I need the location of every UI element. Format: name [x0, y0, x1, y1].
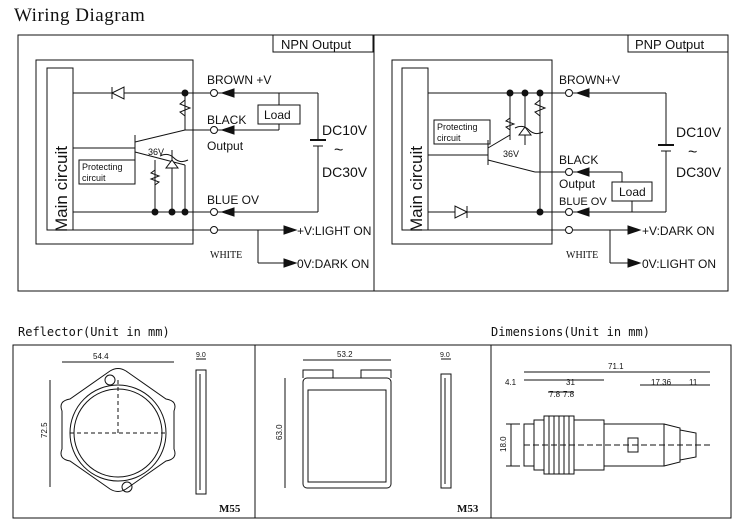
dim-total-label: 71.1	[608, 362, 624, 371]
pnp-black-label: BLACK	[559, 153, 598, 167]
npn-protecting-label-2: circuit	[82, 173, 106, 183]
dim-nut1-label: 7.8	[549, 390, 561, 399]
m55-height-label: 72.5	[40, 422, 49, 438]
npn-dc-top: DC10V	[322, 122, 368, 138]
m53-drawing	[284, 358, 452, 489]
npn-main-circuit-box	[46, 67, 74, 231]
pnp-zener-label: 36V	[503, 149, 519, 159]
pnp-main-circuit-box	[401, 67, 429, 231]
npn-dc-bottom: DC30V	[322, 164, 368, 180]
dim-tail-label: 17.36	[651, 378, 672, 387]
npn-main-circuit-label: Main circuit	[52, 146, 71, 232]
dimensions-frame	[490, 344, 732, 519]
pnp-header-box	[627, 34, 729, 53]
npn-black-label: BLACK	[207, 113, 246, 127]
npn-white-label: WHITE	[210, 250, 242, 261]
pnp-protecting-box	[433, 119, 491, 145]
pnp-dc-tilde: ~	[688, 144, 697, 161]
pnp-dark-on-label: +V:DARK ON	[642, 224, 715, 238]
dim-front-label: 4.1	[505, 378, 517, 387]
m53-model-label: M53	[457, 503, 479, 515]
dim-body-label: 31	[566, 378, 575, 387]
pnp-protecting-label-1: Protecting	[437, 122, 478, 132]
wiring-frame	[17, 34, 729, 292]
m53-height-label: 63.0	[275, 424, 284, 440]
m53-width-label: 53.2	[337, 350, 353, 359]
pnp-dc-top: DC10V	[676, 124, 722, 140]
wiring-diagram-title: Wiring Diagram	[14, 5, 146, 26]
npn-header-box	[272, 34, 374, 53]
m55-model-label: M55	[219, 503, 241, 515]
pnp-load-label: Load	[619, 185, 646, 199]
m53-depth-label: 9.0	[440, 352, 450, 359]
pnp-brown-label: BROWN+V	[559, 73, 620, 87]
npn-output-label: Output	[207, 139, 244, 153]
npn-header: NPN Output	[281, 37, 351, 52]
dim-nut2-label: 7.8	[563, 390, 575, 399]
dimensions-caption: Dimensions(Unit in mm)	[491, 325, 650, 339]
pnp-main-circuit-label: Main circuit	[407, 146, 426, 232]
pnp-output-label: Output	[559, 177, 596, 191]
npn-dark-on-label: 0V:DARK ON	[297, 257, 369, 271]
pnp-dc-bottom: DC30V	[676, 164, 722, 180]
reflector-caption: Reflector(Unit in mm)	[18, 325, 170, 339]
npn-light-on-label: +V:LIGHT ON	[297, 224, 371, 238]
sensor-drawing	[506, 371, 710, 475]
npn-blue-label: BLUE OV	[207, 193, 259, 207]
npn-zener-label: 36V	[148, 147, 164, 157]
npn-sensor-box	[35, 59, 194, 245]
reflector-frame	[12, 344, 492, 519]
npn-protecting-box	[78, 159, 136, 185]
m55-drawing	[49, 358, 207, 495]
dim-diameter-label: 18.0	[499, 436, 508, 452]
m55-depth-label: 9.0	[196, 352, 206, 359]
pnp-white-label: WHITE	[566, 250, 598, 261]
npn-dc-tilde: ~	[334, 142, 343, 159]
pnp-blue-label: BLUE OV	[559, 196, 607, 208]
pnp-sensor-box	[391, 59, 553, 245]
pnp-header: PNP Output	[635, 37, 705, 52]
npn-load-label: Load	[264, 108, 291, 122]
pnp-protecting-label-2: circuit	[437, 133, 461, 143]
dim-cable-label: 11	[689, 378, 698, 387]
m55-width-label: 54.4	[93, 352, 109, 361]
npn-brown-label: BROWN +V	[207, 73, 271, 87]
pnp-light-on-label: 0V:LIGHT ON	[642, 257, 716, 271]
npn-protecting-label-1: Protecting	[82, 162, 123, 172]
